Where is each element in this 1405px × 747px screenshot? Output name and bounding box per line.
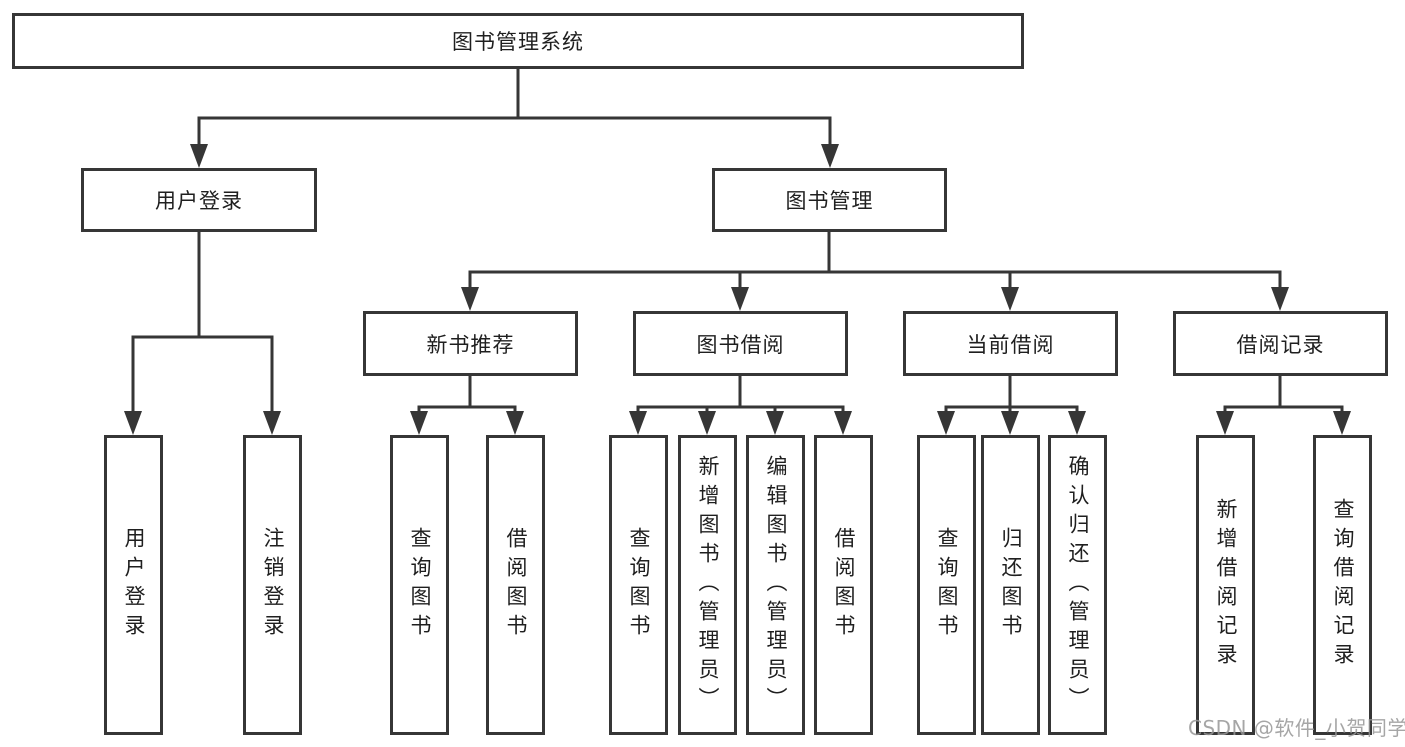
node-book-borrow: 图书借阅 — [633, 311, 848, 376]
leaf-current-return: 归还图书 — [981, 435, 1040, 735]
leaf-new-books-borrow: 借阅图书 — [486, 435, 545, 735]
connector-book-borrow — [629, 376, 852, 435]
connector-user-login — [124, 232, 281, 435]
leaf-book-borrow-add-admin: 新增图书（管理员） — [678, 435, 737, 735]
leaf-logout-login: 注销登录 — [243, 435, 302, 735]
node-current-borrow: 当前借阅 — [903, 311, 1118, 376]
leaf-user-login: 用户登录 — [104, 435, 163, 735]
node-new-books: 新书推荐 — [363, 311, 578, 376]
leaf-book-borrow-borrow: 借阅图书 — [814, 435, 873, 735]
connector-book-mgmt — [461, 232, 1289, 311]
leaf-records-query: 查询借阅记录 — [1313, 435, 1372, 735]
connector-root — [190, 69, 839, 168]
leaf-records-add: 新增借阅记录 — [1196, 435, 1255, 735]
watermark: CSDN @软件_小贺同学 — [1188, 716, 1405, 740]
leaf-new-books-query: 查询图书 — [390, 435, 449, 735]
leaf-book-borrow-edit-admin: 编辑图书（管理员） — [746, 435, 805, 735]
connector-borrow-records — [1216, 376, 1351, 435]
leaf-current-confirm-return-admin: 确认归还（管理员） — [1048, 435, 1107, 735]
connector-current-borrow — [937, 376, 1086, 435]
node-user-login: 用户登录 — [81, 168, 317, 232]
leaf-book-borrow-query: 查询图书 — [609, 435, 668, 735]
node-book-mgmt: 图书管理 — [712, 168, 947, 232]
leaf-current-query: 查询图书 — [917, 435, 976, 735]
node-borrow-records: 借阅记录 — [1173, 311, 1388, 376]
node-root: 图书管理系统 — [12, 13, 1024, 69]
connector-new-books — [410, 376, 524, 435]
